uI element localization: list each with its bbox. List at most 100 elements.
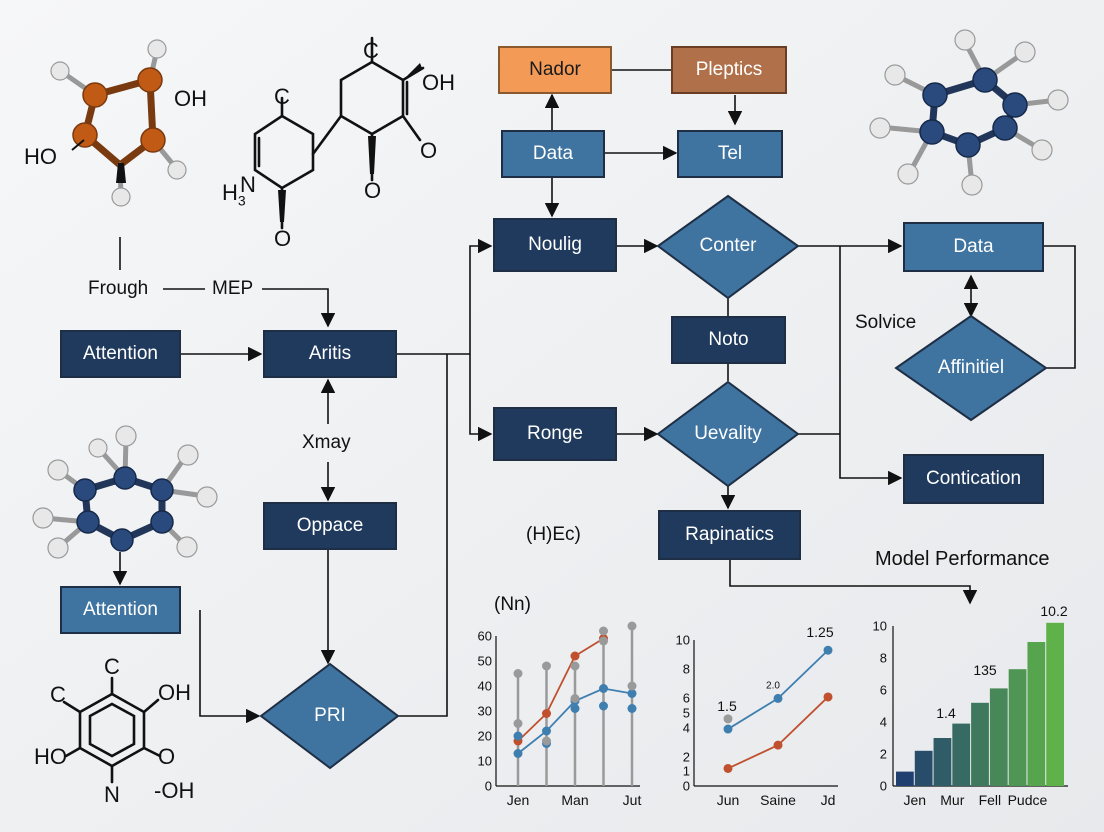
atom-label-o2: O — [364, 178, 382, 203]
node-affinitiel-label: Affinitiel — [937, 357, 1005, 378]
chart1-ytick: 0 — [484, 778, 492, 794]
node-aritis[interactable]: Aritis — [263, 330, 397, 378]
node-aritis-label: Aritis — [308, 343, 352, 364]
node-noto-label: Noto — [708, 329, 749, 350]
node-contication[interactable]: Contication — [903, 454, 1044, 504]
chart2-point — [773, 693, 783, 703]
chart1-ytick: 10 — [477, 753, 492, 769]
node-pri-label: PRI — [314, 705, 346, 726]
label-frough: Frough — [88, 278, 149, 299]
label-mep: MEP — [212, 278, 254, 299]
wedge-bond-2 — [278, 190, 286, 222]
node-rapinatics[interactable]: Rapinatics — [658, 510, 801, 560]
chart1-ytick: 40 — [477, 678, 492, 694]
node-uevality-label: Uevality — [694, 423, 762, 444]
line-chart-middle — [693, 640, 838, 787]
label-xmay: Xmay — [302, 432, 351, 453]
atom-label-o-bottom: O — [158, 744, 176, 769]
chart1-point — [599, 636, 608, 646]
chart1-point — [513, 749, 523, 758]
chart3-ytick: 2 — [879, 746, 887, 762]
chart3-ytick: 8 — [879, 650, 887, 666]
node-ronge[interactable]: Ronge — [493, 407, 617, 461]
connectors — [112, 62, 1076, 724]
chart1-point — [542, 736, 551, 746]
chart1-point — [513, 669, 523, 678]
node-pleptics[interactable]: Pleptics — [671, 46, 787, 94]
node-oppace-label: Oppace — [296, 515, 364, 536]
chart3-bar — [952, 723, 971, 786]
atom-label-oh-center: OH — [422, 70, 455, 95]
chart1-point — [627, 681, 637, 691]
node-noulig-label: Noulig — [528, 234, 582, 255]
wedge-bond — [368, 136, 376, 174]
chart1-point — [570, 694, 580, 703]
chart1-xtick: Man — [561, 792, 589, 808]
node-ronge-label: Ronge — [527, 423, 583, 444]
chart2-ytick: 1 — [682, 763, 690, 779]
atom-label-c-top: C — [363, 38, 379, 63]
node-attention-bottom[interactable]: Attention — [60, 586, 181, 634]
chart2-point — [723, 714, 733, 724]
atom-label-oh: OH — [174, 86, 207, 111]
chart1-point — [513, 719, 523, 728]
chart1-point — [627, 704, 637, 713]
atom-label-oh2-bottom: -OH — [154, 778, 195, 803]
node-data-top[interactable]: Data — [501, 130, 605, 178]
node-attention-top-label: Attention — [83, 343, 158, 364]
chart1-xtick: Jut — [622, 792, 642, 808]
atom-label-c2-bottom: C — [50, 682, 66, 707]
chart3-bar — [1008, 669, 1027, 786]
atom-label-c: C — [274, 84, 290, 109]
chart3-ytick: 4 — [879, 714, 887, 730]
node-pleptics-label: Pleptics — [695, 59, 763, 80]
conter-diamond[interactable] — [656, 194, 800, 300]
chart3-annotation: 1.4 — [936, 705, 956, 721]
chart1-ytick: 50 — [477, 653, 492, 669]
bar-chart-model-performance — [892, 622, 1068, 787]
atom-label-o1: O — [420, 138, 438, 163]
node-nador-label: Nador — [529, 59, 581, 80]
molecule-mid-left — [32, 425, 218, 559]
node-oppace[interactable]: Oppace — [263, 502, 397, 550]
chart2-point — [823, 645, 833, 655]
chart1-point — [599, 684, 608, 693]
chart3-bar — [989, 688, 1008, 786]
chart2-point — [823, 692, 833, 702]
node-noto[interactable]: Noto — [671, 316, 786, 364]
chart2-annotation: 2.0 — [766, 680, 780, 692]
label-nn: (Nn) — [494, 594, 531, 615]
chart1-point — [542, 661, 551, 671]
chart3-bar — [933, 738, 952, 786]
chart2-annotation: 1.5 — [717, 698, 737, 714]
chart2-xtick: Saine — [760, 792, 796, 808]
atom-label-o3: O — [274, 226, 292, 251]
pri-diamond[interactable] — [259, 662, 400, 770]
atom-label-c1-bottom: C — [104, 654, 120, 679]
affinitiel-diamond[interactable] — [894, 314, 1048, 422]
atom-label-oh1-bottom: OH — [158, 680, 191, 705]
atom-label-n-bottom: N — [104, 782, 120, 807]
chart1-point — [599, 701, 608, 711]
node-data-right[interactable]: Data — [903, 222, 1044, 272]
chart3-xtick: Pudce — [1007, 792, 1048, 808]
chart2-point — [723, 763, 733, 773]
node-attention-top[interactable]: Attention — [60, 330, 181, 378]
chart3-bar — [896, 771, 914, 786]
node-data-right-label: Data — [953, 236, 994, 257]
molecule-top-left — [50, 39, 187, 207]
chart1-point — [513, 731, 523, 741]
chart3-bar — [971, 702, 989, 786]
chart3-xtick: Mur — [940, 792, 965, 808]
node-tel[interactable]: Tel — [677, 130, 783, 178]
node-noulig[interactable]: Noulig — [493, 218, 617, 272]
node-tel-label: Tel — [717, 143, 743, 164]
node-nador[interactable]: Nador — [498, 46, 612, 94]
chart2-xtick: Jun — [716, 792, 740, 808]
node-contication-label: Contication — [925, 468, 1022, 489]
chart2-ytick: 0 — [682, 778, 690, 794]
chart3-xtick: Fell — [978, 792, 1002, 808]
uevality-diamond[interactable] — [656, 380, 800, 488]
chart1-point — [542, 709, 551, 718]
chart3-bar — [914, 750, 933, 786]
